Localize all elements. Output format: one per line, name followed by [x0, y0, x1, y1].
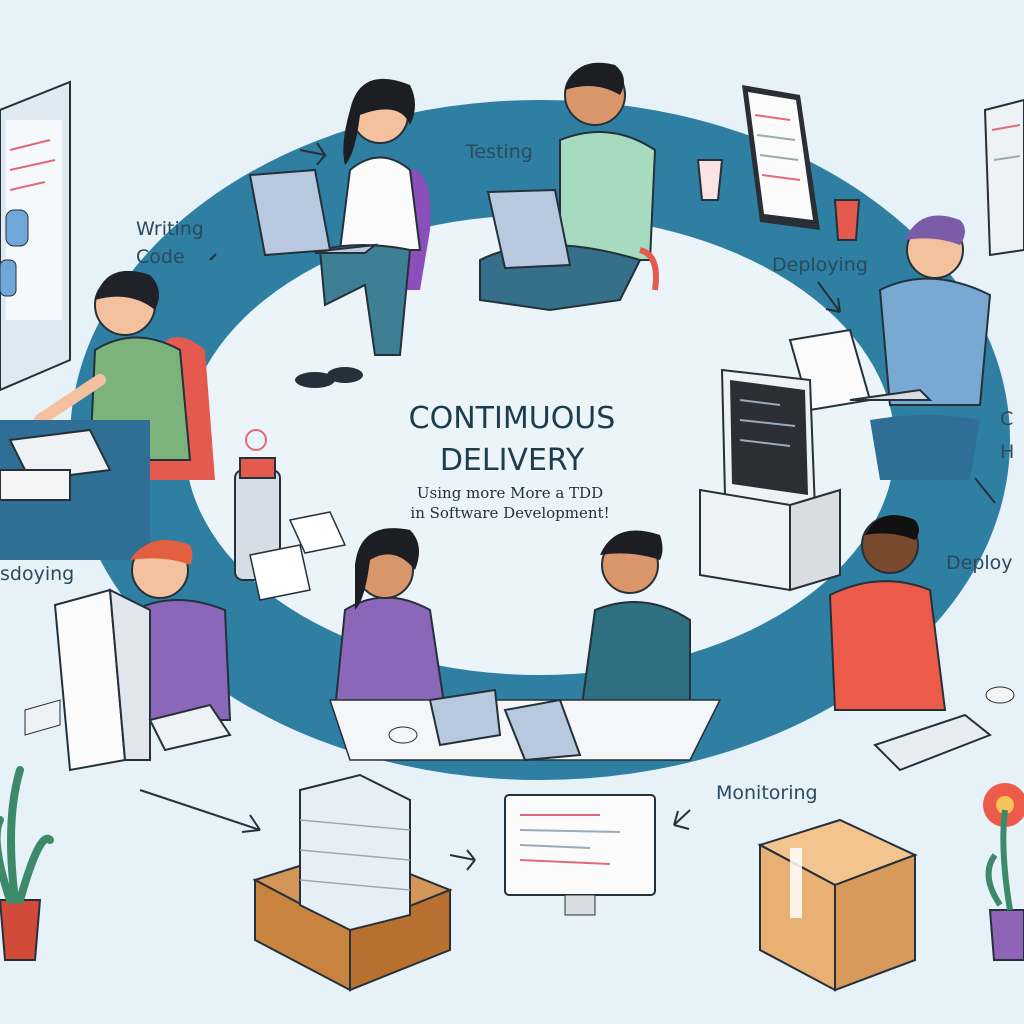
developer-server-left	[24, 540, 232, 772]
title-line2: DELIVERY	[440, 443, 585, 478]
label-writing-code: Writing Code	[136, 218, 217, 268]
label-deploying-right: Deploying	[772, 254, 868, 276]
label-deploying-left: sdoying	[0, 563, 74, 585]
arrow-bottom-left	[139, 789, 261, 833]
arrow-to-testing	[299, 142, 328, 166]
label-deploy-right: Deploy	[946, 552, 1013, 574]
flower-plant-right	[983, 783, 1024, 961]
disk-stack	[234, 429, 347, 601]
developer-red-shirt	[828, 515, 1015, 772]
arrow-right-small	[974, 477, 996, 504]
arrow-tick	[209, 253, 217, 261]
title-block: CONTIMUOUS DELIVERY Using more More a TD…	[409, 401, 616, 522]
label-cut-right-1: C	[1000, 408, 1013, 430]
developer-writing-code	[0, 270, 215, 560]
arrow-deploying-right	[817, 281, 841, 313]
developers-pairing	[328, 528, 722, 762]
writing-label-line2: Code	[136, 246, 185, 268]
developer-man-testing	[479, 62, 659, 312]
developer-woman-laptop	[248, 78, 431, 388]
label-testing: Testing	[465, 141, 533, 163]
title-line1: CONTIMUOUS	[409, 401, 616, 436]
cups	[696, 159, 861, 241]
crate-with-blocks	[252, 773, 453, 992]
label-monitoring: Monitoring	[716, 782, 818, 804]
arrow-to-monitor	[449, 849, 476, 871]
writing-label-line1: Writing	[136, 218, 204, 240]
monitor-bottom	[504, 794, 656, 916]
label-cut-right-2: H	[1000, 441, 1014, 463]
subtitle-line1: Using more More a TDD	[417, 484, 603, 502]
arrow-monitoring	[673, 809, 691, 830]
desktop-computer	[699, 368, 841, 592]
subtitle-line2: in Software Development!	[410, 504, 609, 522]
plant-left	[0, 766, 54, 961]
monitor-far-right	[983, 98, 1024, 257]
cardboard-box	[757, 818, 918, 992]
big-monitor-left	[0, 80, 71, 392]
tablet-top-right	[742, 85, 820, 230]
